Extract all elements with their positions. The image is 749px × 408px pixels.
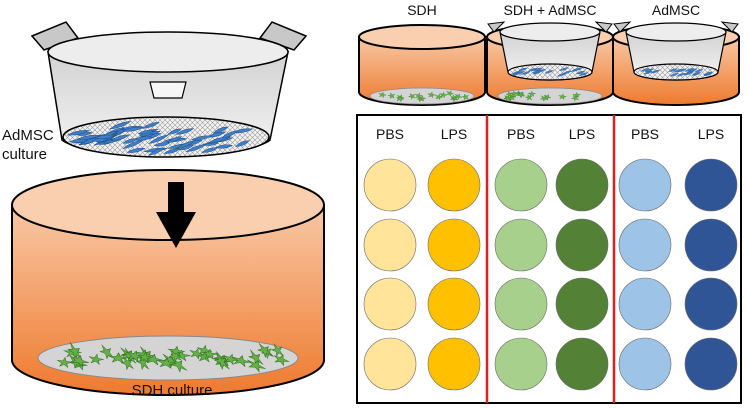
- admsc-culture-label-line2: culture: [2, 146, 48, 163]
- column-header-5: PBS: [630, 126, 660, 142]
- plate-well-r2-c6: [684, 218, 738, 272]
- plate-well-r4-c2: [427, 337, 481, 391]
- down-arrow-icon: [156, 182, 196, 248]
- column-header-6: LPS: [697, 126, 725, 142]
- plate-well-r2-c5: [618, 218, 672, 272]
- plate-well-r2-c3: [494, 218, 548, 272]
- large-well: [11, 169, 325, 396]
- column-header-2: LPS: [440, 126, 468, 142]
- admsc-culture-label-line1: AdMSC: [2, 127, 54, 144]
- column-header-1: PBS: [375, 126, 405, 142]
- small-insert: [613, 21, 739, 81]
- plate-well-r2-c2: [427, 218, 481, 272]
- transwell-insert: [30, 21, 308, 158]
- small-well-admsc: [612, 21, 740, 106]
- small-well-sdh: [358, 24, 486, 106]
- condition-label-admsc: AdMSC: [651, 2, 701, 18]
- plate-well-r4-c6: [684, 337, 738, 391]
- condition-label-sdh-admsc: SDH + AdMSC: [503, 2, 597, 18]
- column-header-4: LPS: [568, 126, 596, 142]
- plate-well-r3-c1: [363, 277, 417, 331]
- plate-well-r4-c5: [618, 337, 672, 391]
- plate-well-r2-c4: [555, 218, 609, 272]
- sdh-culture-label: SDH culture: [131, 382, 213, 399]
- plate-well-r4-c1: [363, 337, 417, 391]
- plate-well-r3-c2: [427, 277, 481, 331]
- plate-well-r4-c4: [555, 337, 609, 391]
- condition-label-sdh: SDH: [407, 2, 437, 18]
- plate-well-r3-c6: [684, 277, 738, 331]
- column-header-3: PBS: [506, 126, 536, 142]
- plate-well-r3-c3: [494, 277, 548, 331]
- plate-well-r1-c6: [684, 158, 738, 212]
- small-well-sdh-admsc: [486, 21, 614, 106]
- plate-well-r1-c4: [555, 158, 609, 212]
- well-plate: [356, 114, 742, 404]
- plate-well-r3-c4: [555, 277, 609, 331]
- small-insert: [487, 21, 613, 81]
- plate-well-r1-c3: [494, 158, 548, 212]
- plate-well-r3-c5: [618, 277, 672, 331]
- plate-well-r4-c3: [494, 337, 548, 391]
- plate-well-r1-c1: [363, 158, 417, 212]
- sdh-cell-layer: [37, 335, 299, 381]
- plate-well-r2-c1: [363, 218, 417, 272]
- plate-well-r1-c5: [618, 158, 672, 212]
- plate-well-r1-c2: [427, 158, 481, 212]
